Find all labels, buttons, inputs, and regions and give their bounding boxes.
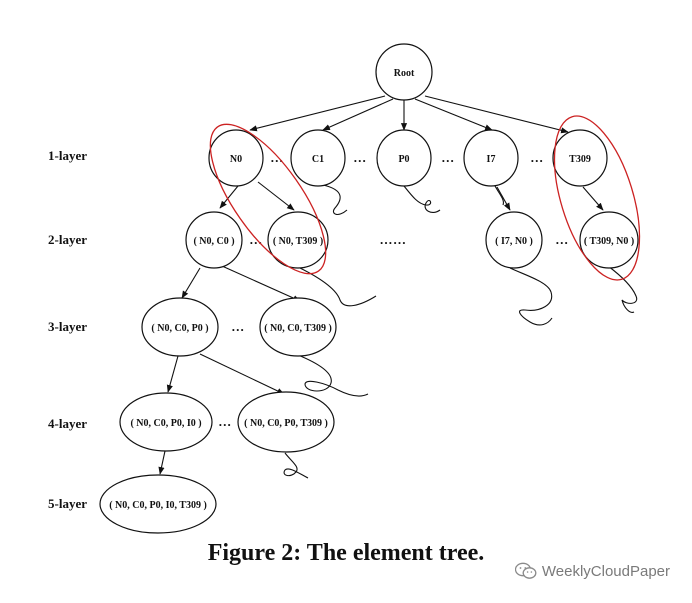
edge-n0c0-n0c0t309 (221, 265, 301, 302)
ellipsis-l3: … (231, 319, 245, 334)
node-n0-c0-p0-i0-t309-label: ( N0, C0, P0, I0, T309 ) (109, 500, 207, 511)
node-n0-c0-t309: ( N0, C0, T309 ) (259, 297, 337, 357)
node-n0-c0-label: ( N0, C0 ) (193, 236, 234, 247)
node-root: Root (375, 43, 433, 101)
edge-root-c1 (322, 98, 394, 131)
watermark: WeeklyCloudPaper (514, 562, 670, 580)
edge-i7-i7n0 (496, 186, 511, 211)
edge-n0-n0t309 (257, 181, 295, 211)
ellipsis-l2-b: … (555, 232, 569, 247)
squiggle-n0c0p0t309 (283, 452, 309, 479)
node-n0-c0-p0-t309: ( N0, C0, P0, T309 ) (237, 391, 335, 453)
wechat-icon (514, 562, 537, 579)
squiggle-p0 (403, 185, 441, 213)
layer-label-3: 3-layer (48, 319, 87, 334)
ellipsis-l1-c: … (441, 150, 455, 165)
node-t309-n0-label: ( T309, N0 ) (584, 236, 634, 247)
ellipsis-l2-a: … (249, 232, 263, 247)
ellipsis-l1-d: … (530, 150, 544, 165)
node-n0-c0-p0-i0: ( N0, C0, P0, I0 ) (119, 392, 213, 452)
edge-n0c0p0-n0c0p0i0 (166, 355, 179, 393)
edge-n0-n0c0 (219, 185, 239, 209)
node-n0-c0: ( N0, C0 ) (185, 211, 243, 269)
watermark-text: WeeklyCloudPaper (541, 562, 670, 580)
node-n0-c0-t309-label: ( N0, C0, T309 ) (264, 323, 332, 334)
node-c1: C1 (290, 129, 346, 187)
highlight-ellipse-t309-n0 (553, 115, 641, 281)
highlight-ellipse-n0-t309 (209, 123, 327, 275)
node-n0-c0-p0-i0-t309: ( N0, C0, P0, I0, T309 ) (99, 474, 217, 534)
squiggle-i7 (494, 185, 504, 206)
node-n0-c0-p0: ( N0, C0, P0 ) (141, 297, 219, 357)
node-t309-label: T309 (569, 154, 591, 165)
edge-n0c0-n0c0p0 (181, 267, 201, 299)
squiggle-c1 (322, 184, 348, 216)
squiggle-t309n0 (607, 265, 638, 313)
node-i7-label: I7 (487, 154, 496, 165)
edge-root-i7 (414, 98, 493, 131)
squiggle-n0t309 (299, 267, 377, 307)
node-n0: N0 (208, 129, 264, 187)
edge-root-n0 (249, 95, 386, 132)
ellipsis-l1-b: … (353, 150, 367, 165)
node-c1-label: C1 (312, 154, 324, 165)
layer-label-1: 1-layer (48, 148, 87, 163)
ellipsis-l4: … (218, 414, 232, 429)
node-n0-label: N0 (230, 154, 242, 165)
ellipsis-l1-a: … (270, 150, 284, 165)
node-n0-t309-label: ( N0, T309 ) (273, 236, 323, 247)
node-i7-n0: ( I7, N0 ) (485, 211, 543, 269)
edge-n0c0p0i0-layer5 (158, 450, 166, 475)
edge-root-t309 (424, 95, 569, 134)
squiggle-i7n0 (509, 267, 553, 326)
node-i7: I7 (463, 129, 519, 187)
node-n0-c0-p0-i0-label: ( N0, C0, P0, I0 ) (130, 418, 201, 429)
layer-label-5: 5-layer (48, 496, 87, 511)
node-n0-c0-p0-label: ( N0, C0, P0 ) (151, 323, 208, 334)
edge-t309-t309n0 (582, 186, 604, 211)
node-n0-c0-p0-t309-label: ( N0, C0, P0, T309 ) (244, 418, 328, 429)
ellipsis-l2-long: …… (380, 232, 407, 247)
figure-caption: Figure 2: The element tree. (207, 540, 485, 566)
layer-label-4: 4-layer (48, 416, 87, 431)
node-i7-n0-label: ( I7, N0 ) (495, 236, 533, 247)
node-t309: T309 (552, 129, 608, 187)
node-t309-n0: ( T309, N0 ) (579, 211, 639, 269)
layer-label-2: 2-layer (48, 232, 87, 247)
squiggle-n0c0t309 (297, 354, 369, 397)
node-p0: P0 (376, 129, 432, 187)
node-p0-label: P0 (398, 154, 409, 165)
edge-n0c0p0-n0c0p0t309 (199, 353, 285, 395)
node-n0-t309: ( N0, T309 ) (267, 211, 329, 269)
node-root-label: Root (394, 68, 415, 79)
